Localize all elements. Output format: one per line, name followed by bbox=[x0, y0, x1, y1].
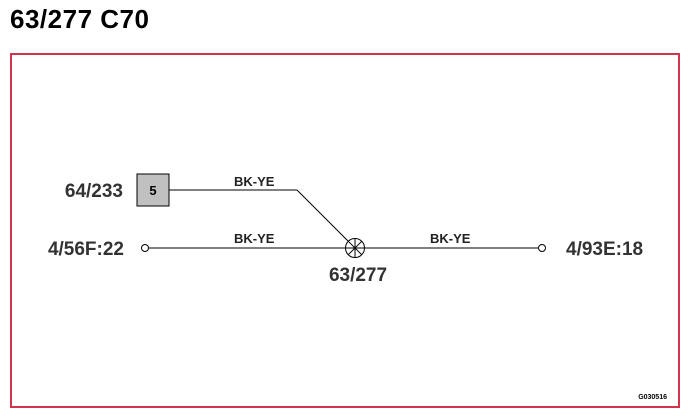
wire-label-splice-to-right-terminal: BK-YE bbox=[430, 231, 471, 246]
page-title: 63/277 C70 bbox=[10, 4, 150, 34]
wire-connector-to-splice-diagonal bbox=[296, 189, 349, 242]
connector-id-label: 64/233 bbox=[65, 181, 123, 202]
left-terminal-label: 4/56F:22 bbox=[48, 239, 124, 260]
right-terminal-label: 4/93E:18 bbox=[566, 239, 643, 260]
splice-circle-x-icon bbox=[345, 238, 365, 258]
splice-label: 63/277 bbox=[329, 265, 387, 286]
wire-label-connector-to-splice: BK-YE bbox=[234, 174, 275, 189]
figure-code: G030516 bbox=[638, 394, 667, 401]
open-terminal-circle-icon bbox=[141, 244, 149, 252]
connector-pin-label: 5 bbox=[149, 183, 156, 198]
wire-label-left-terminal-to-splice: BK-YE bbox=[234, 231, 275, 246]
diagram-frame bbox=[10, 53, 680, 408]
connector-box bbox=[136, 173, 170, 207]
open-terminal-circle-icon bbox=[538, 244, 546, 252]
